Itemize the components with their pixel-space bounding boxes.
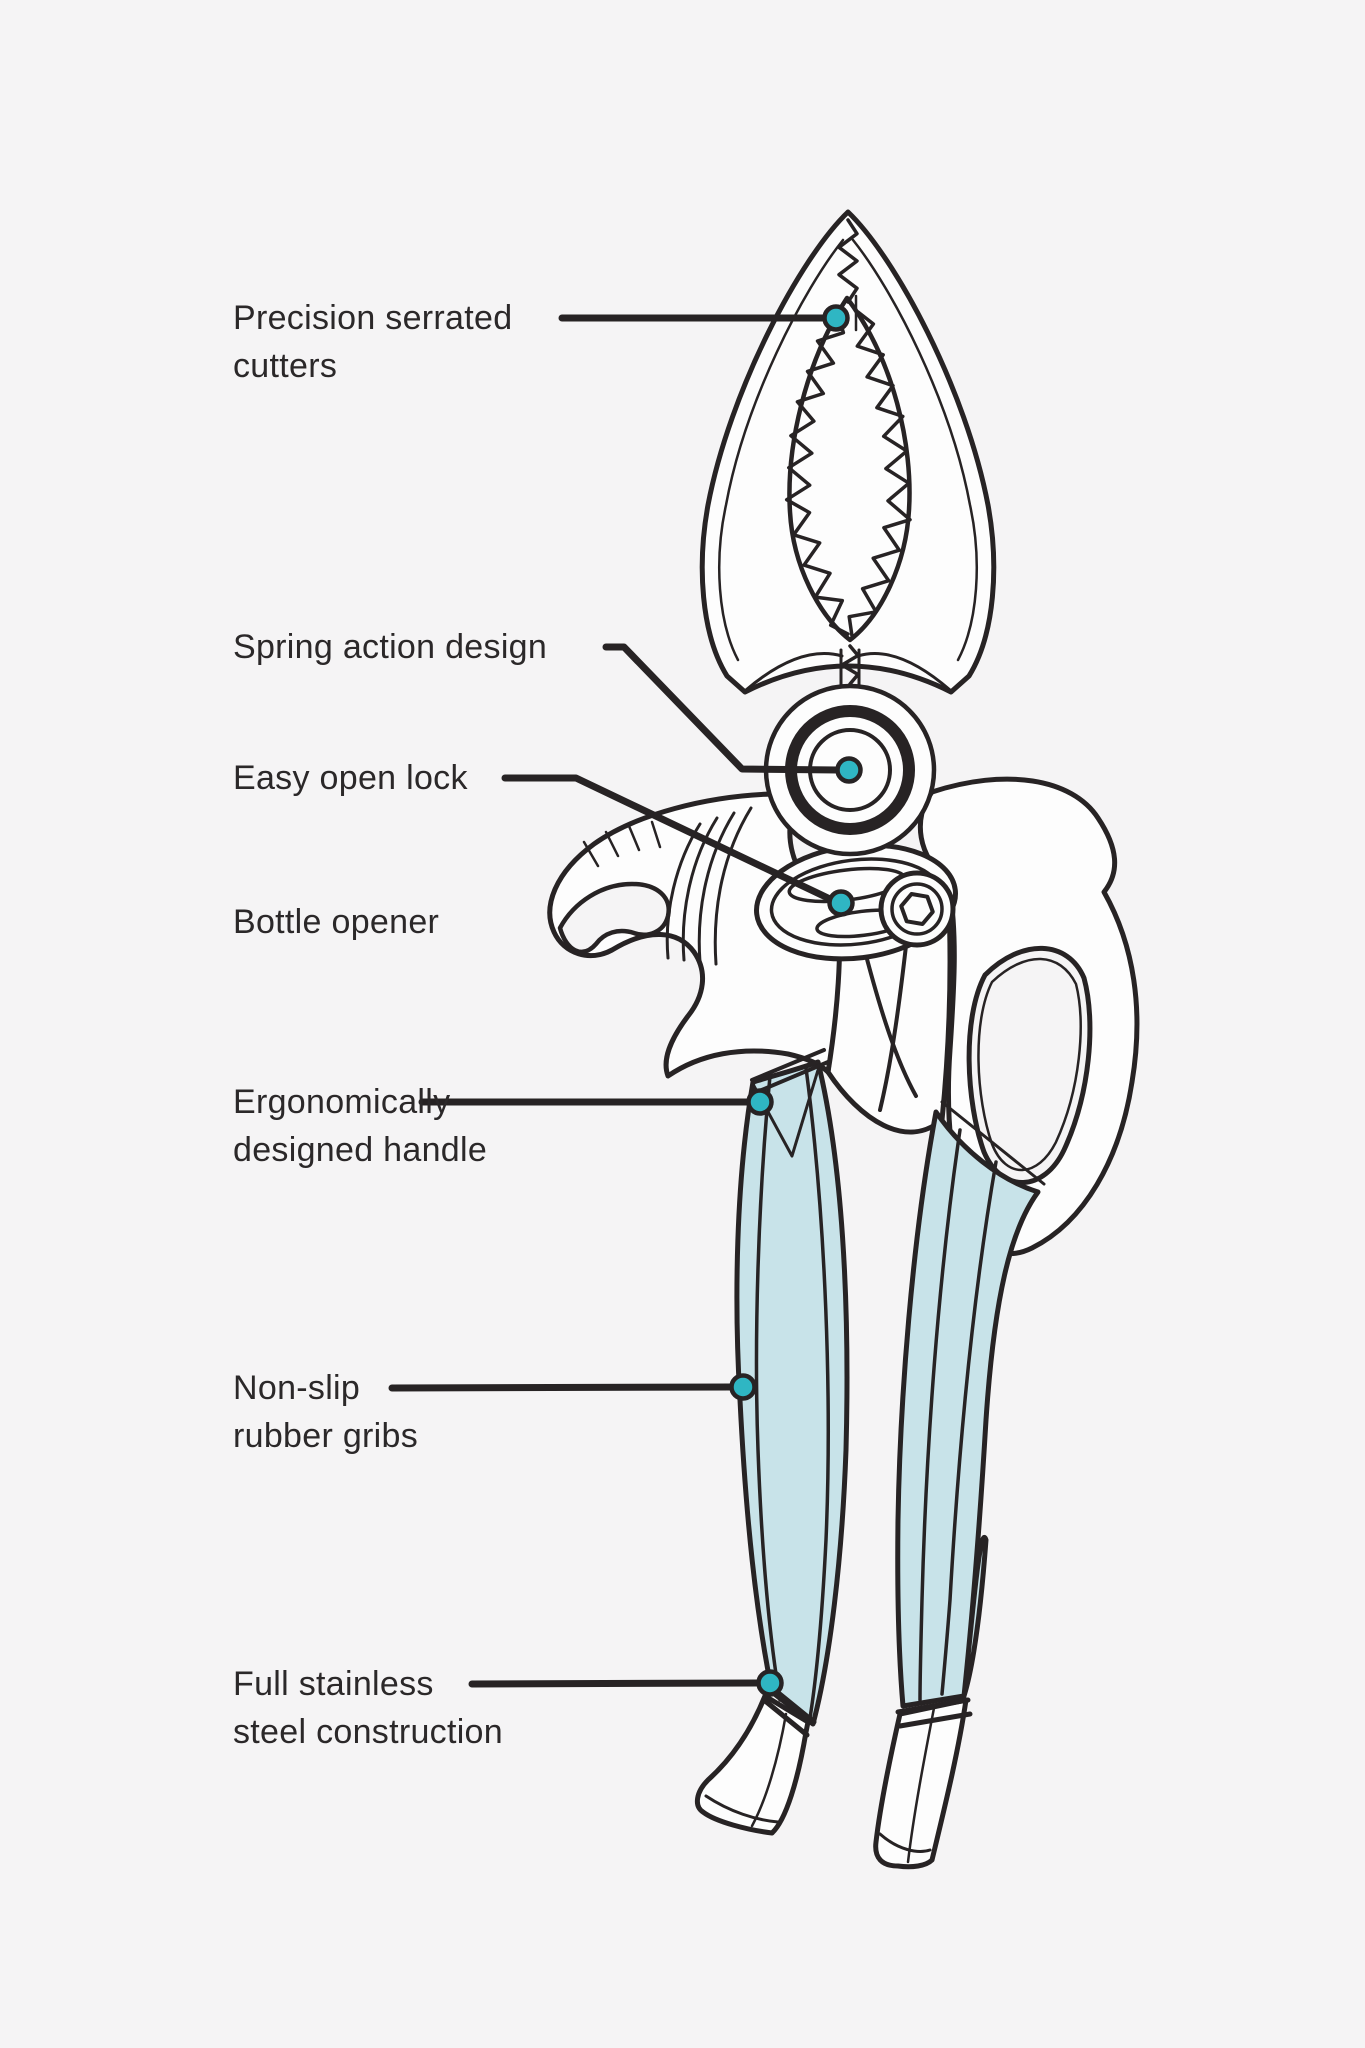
bottle-opener-hook bbox=[547, 791, 843, 1079]
callout-precision-serrated-cutters: Precision serrated cutters bbox=[233, 294, 512, 390]
callout-line: steel construction bbox=[233, 1713, 503, 1751]
leader-non-slip-rubber-gribs bbox=[388, 1383, 735, 1392]
callout-line: designed handle bbox=[233, 1131, 488, 1169]
leader-full-stainless-steel-construction bbox=[468, 1679, 762, 1688]
serrated-blades bbox=[699, 209, 997, 695]
serration-center bbox=[837, 218, 859, 304]
callout-line: Bottle opener bbox=[233, 903, 440, 941]
right-grip-band bbox=[895, 1697, 971, 1715]
dot-ergonomically-designed-handle bbox=[746, 1088, 774, 1116]
callout-line: Precision serrated bbox=[233, 299, 513, 337]
hex-bolt-head bbox=[899, 892, 935, 926]
dot-non-slip-rubber-gribs bbox=[729, 1373, 757, 1401]
right-handle-grip bbox=[895, 1100, 1046, 1709]
spring-coil bbox=[840, 644, 860, 686]
right-handle-tip bbox=[873, 1697, 973, 1870]
right-handle-upper-arm bbox=[917, 776, 1140, 1257]
dot-precision-serrated-cutters bbox=[822, 304, 850, 332]
serration-left-blade bbox=[784, 312, 850, 636]
left-handle-grip bbox=[734, 1048, 850, 1727]
callout-line: Ergonomically bbox=[233, 1083, 451, 1121]
callout-line: Easy open lock bbox=[233, 759, 468, 797]
callout-line: Full stainless bbox=[233, 1665, 434, 1703]
callout-bottle-opener: Bottle opener bbox=[233, 898, 439, 946]
callout-easy-open-lock: Easy open lock bbox=[233, 754, 468, 802]
pivot-bolt bbox=[878, 870, 956, 948]
hook-hatching bbox=[582, 820, 662, 868]
callout-ergonomically-designed-handle: Ergonomically designed handle bbox=[233, 1078, 487, 1174]
callout-line: Spring action design bbox=[233, 628, 548, 666]
leader-spring-action-design bbox=[602, 643, 842, 774]
callout-dots bbox=[729, 304, 863, 1697]
dot-spring-action-design bbox=[835, 756, 863, 784]
dot-full-stainless-steel-construction bbox=[756, 1669, 784, 1697]
serration-right-blade bbox=[847, 310, 912, 638]
thumb-loop bbox=[966, 945, 1093, 1185]
leader-easy-open-lock bbox=[501, 774, 834, 903]
callout-spring-action-design: Spring action design bbox=[233, 623, 547, 671]
dot-easy-open-lock bbox=[827, 889, 855, 917]
handle-junction-line bbox=[750, 1048, 826, 1082]
callout-line: Non-slip bbox=[233, 1369, 361, 1407]
callout-non-slip-rubber-gribs: Non-slip rubber gribs bbox=[233, 1364, 418, 1460]
callout-line: rubber gribs bbox=[233, 1417, 419, 1455]
callout-line: cutters bbox=[233, 347, 338, 385]
left-handle-tip bbox=[694, 1684, 817, 1836]
callout-full-stainless-steel-construction: Full stainless steel construction bbox=[233, 1660, 503, 1756]
leader-lines bbox=[388, 314, 842, 1688]
